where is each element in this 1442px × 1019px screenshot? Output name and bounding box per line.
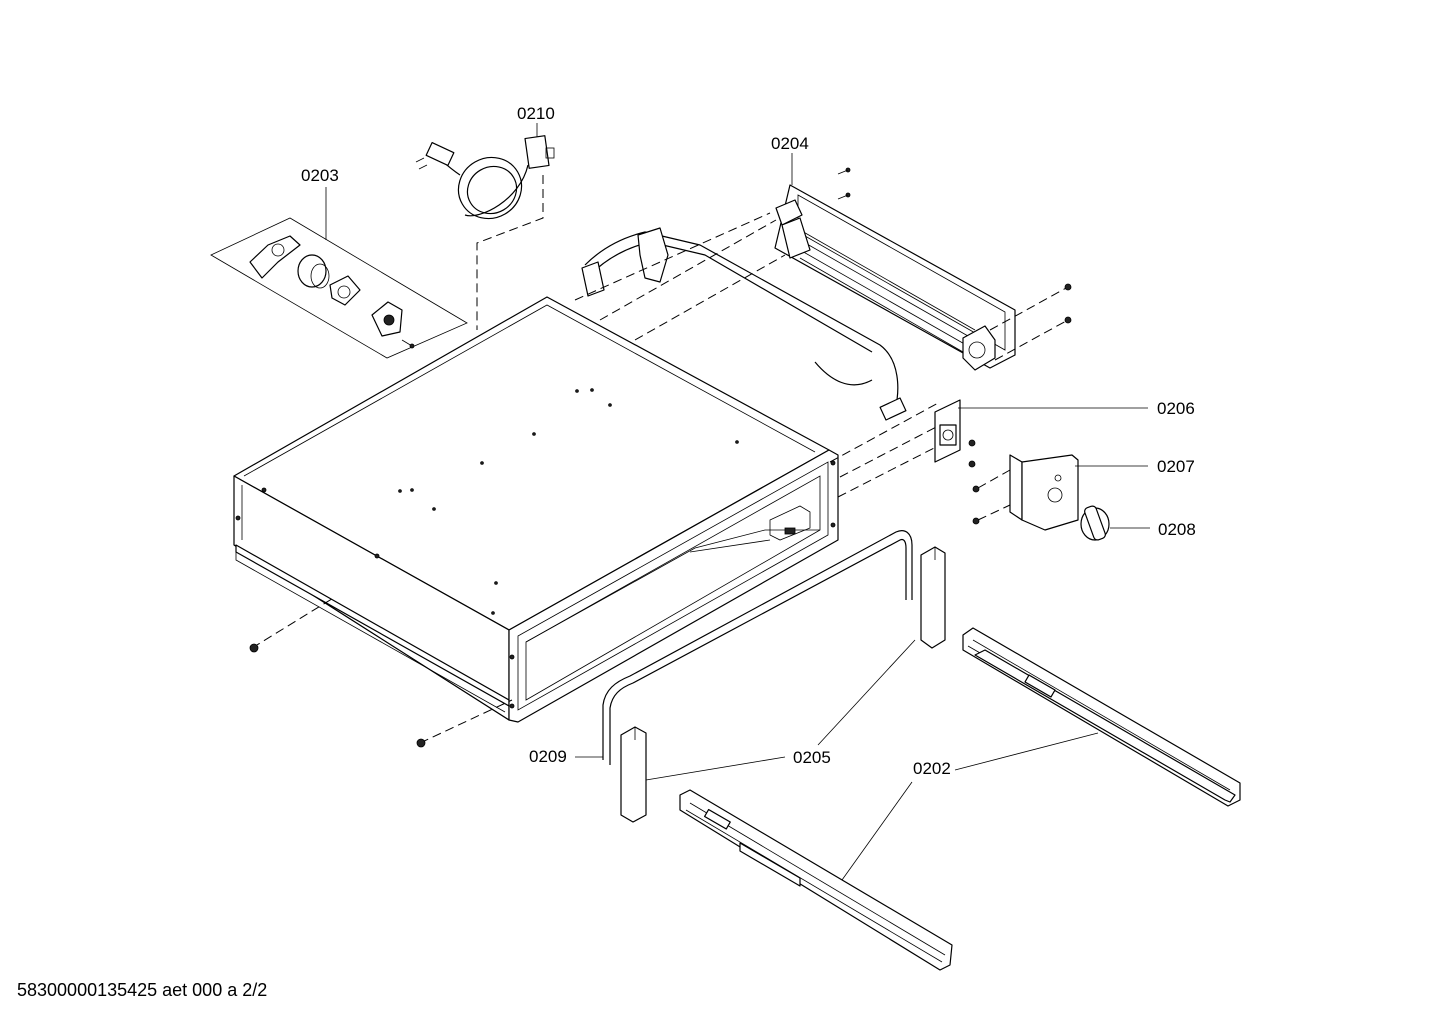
power-cord	[415, 135, 555, 220]
document-id-footer: 58300000135425 aet 000 a 2/2	[17, 980, 268, 1000]
blower-unit	[774, 167, 1016, 371]
door-seal	[602, 530, 913, 765]
switch-module	[934, 399, 961, 463]
wiring-harness	[581, 227, 907, 421]
label-0203: 0203	[301, 166, 339, 185]
lamp-assembly	[210, 217, 468, 359]
label-0204: 0204	[771, 134, 809, 153]
assembly-dashed-lines	[251, 212, 1069, 744]
mounting-bracket	[1009, 454, 1079, 531]
end-caps	[620, 546, 946, 823]
label-0209: 0209	[529, 747, 567, 766]
leader-lines	[325, 123, 1150, 881]
screws	[249, 283, 1072, 748]
callout-labels: 0210 0204 0203 0206 0207 0208 0209 0205 …	[301, 104, 1196, 778]
label-0208: 0208	[1158, 520, 1196, 539]
label-0205: 0205	[793, 748, 831, 767]
label-0207: 0207	[1157, 457, 1195, 476]
label-0202: 0202	[913, 759, 951, 778]
cord-leader-dashed	[476, 175, 544, 330]
label-0206: 0206	[1157, 399, 1195, 418]
drawer-housing	[233, 296, 839, 723]
control-knob	[1080, 505, 1110, 541]
label-0210: 0210	[517, 104, 555, 123]
telescopic-rails	[679, 627, 1241, 971]
